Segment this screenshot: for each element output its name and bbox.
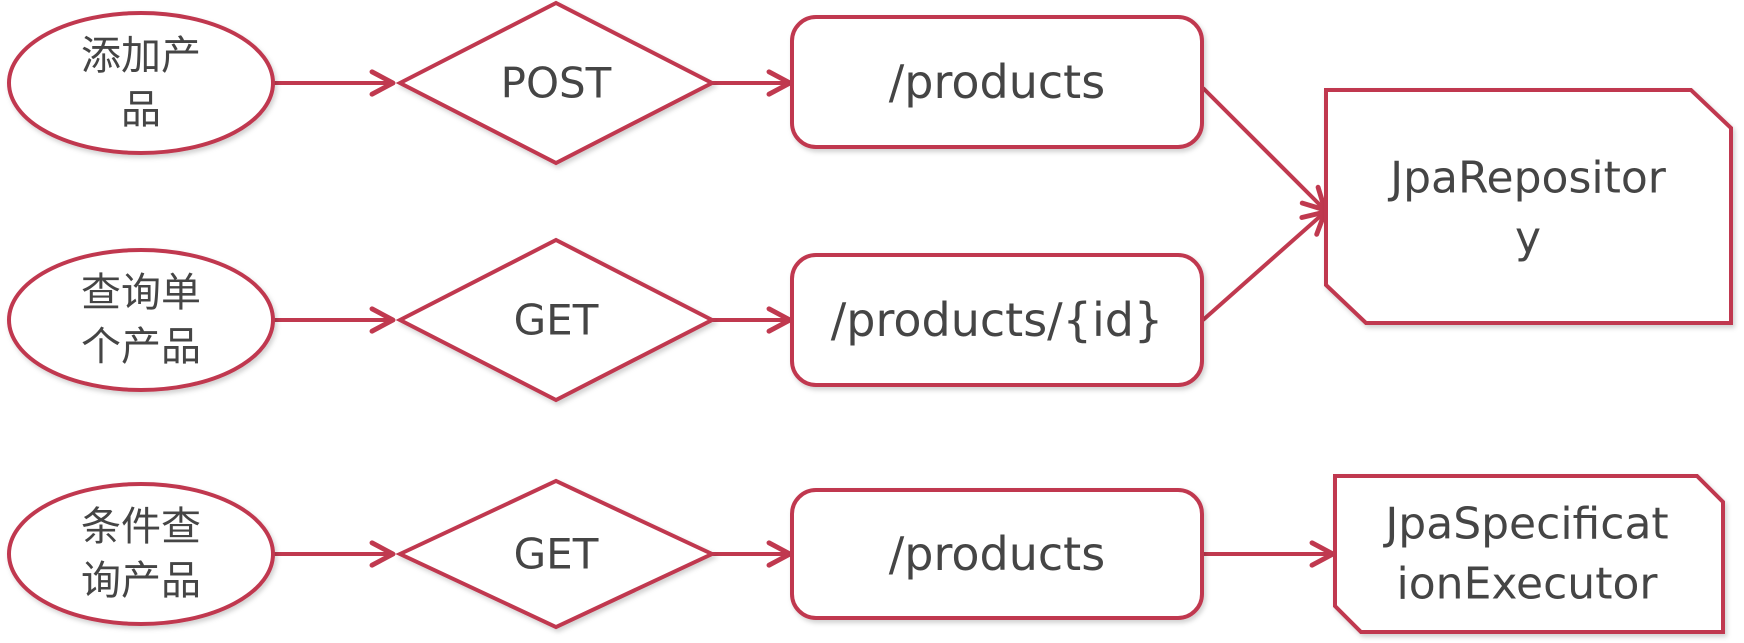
method-node-post[interactable] bbox=[395, 0, 717, 166]
action-label-line-2: 品 bbox=[121, 87, 161, 133]
endpoint-node-products[interactable] bbox=[790, 15, 1204, 149]
edge-products-id-to-jparepository bbox=[1201, 209, 1328, 322]
endpoint-label: /products bbox=[889, 55, 1105, 109]
endpoint-node-products-filter[interactable] bbox=[790, 488, 1204, 620]
action-label-line-1: 查询单 bbox=[81, 270, 201, 316]
target-label-line-1: JpaSpecificat bbox=[1382, 499, 1668, 550]
action-node-query-single-product[interactable] bbox=[7, 248, 275, 392]
edge-products-to-jparepository bbox=[1201, 86, 1328, 213]
target-node-jpaspecificationexecutor[interactable] bbox=[1333, 474, 1725, 634]
endpoint-label: /products/{id} bbox=[831, 293, 1163, 347]
edges bbox=[273, 69, 1336, 568]
endpoint-label: /products bbox=[889, 527, 1105, 581]
row-conditional-query: 条件查 询产品 GET /products bbox=[7, 478, 1204, 630]
endpoint-node-products-id[interactable] bbox=[790, 253, 1204, 387]
action-node-add-product[interactable] bbox=[7, 11, 275, 155]
method-label: GET bbox=[514, 296, 599, 345]
method-node-get[interactable] bbox=[395, 237, 717, 403]
action-label-line-1: 条件查 bbox=[81, 504, 201, 550]
target-jpaspecificationexecutor: JpaSpecificat ionExecutor bbox=[1333, 474, 1725, 634]
method-label: GET bbox=[514, 530, 599, 579]
target-jparepository: JpaRepositor y bbox=[1324, 88, 1733, 325]
target-label-line-1: JpaRepositor bbox=[1387, 153, 1667, 204]
action-label-line-2: 个产品 bbox=[81, 324, 201, 370]
target-label-line-2: ionExecutor bbox=[1397, 559, 1659, 610]
target-label-line-2: y bbox=[1515, 213, 1541, 264]
row-add-product: 添加产 品 POST /products bbox=[7, 0, 1204, 166]
action-node-conditional-query[interactable] bbox=[7, 482, 275, 626]
action-label-line-2: 询产品 bbox=[81, 558, 201, 604]
method-node-get[interactable] bbox=[395, 478, 717, 630]
row-query-single-product: 查询单 个产品 GET /products/{id} bbox=[7, 237, 1204, 403]
method-label: POST bbox=[501, 59, 612, 108]
target-node-jparepository[interactable] bbox=[1324, 88, 1733, 325]
action-label-line-1: 添加产 bbox=[81, 33, 201, 79]
